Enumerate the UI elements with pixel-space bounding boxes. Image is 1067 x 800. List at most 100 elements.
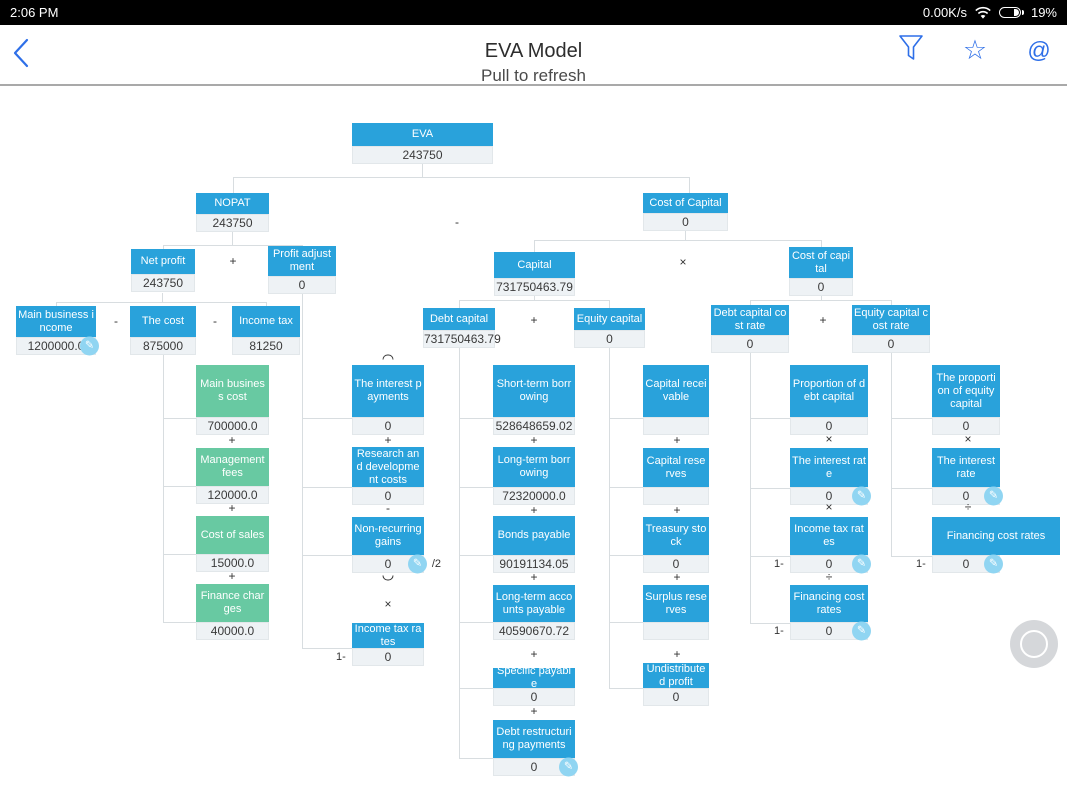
node-value-band: 0: [352, 487, 424, 505]
connector-line: [459, 758, 493, 759]
node-label: Income tax rates: [352, 623, 424, 648]
edit-pencil-icon[interactable]: ✎: [408, 554, 427, 574]
connector-line: [750, 623, 790, 624]
connector-line: [56, 302, 267, 303]
node-label: Capital: [494, 252, 575, 278]
edit-pencil-icon[interactable]: ✎: [984, 554, 1003, 574]
favorite-button[interactable]: ☆: [961, 35, 989, 65]
filter-button[interactable]: [897, 34, 925, 65]
node-value: 15000.0: [210, 556, 255, 570]
edit-pencil-icon[interactable]: ✎: [852, 486, 871, 506]
back-button[interactable]: [10, 37, 36, 69]
connector-line: [891, 300, 892, 305]
operator-minus-cost-tax: -: [213, 314, 217, 328]
connector-line: [750, 300, 891, 301]
connector-line: [459, 688, 493, 689]
connector-line: [163, 245, 164, 249]
edit-pencil-icon[interactable]: ✎: [559, 757, 578, 777]
node-label: Non-recurring gains: [352, 517, 424, 555]
operator-plus-debt-1: +: [530, 433, 538, 447]
connector-line: [891, 488, 932, 489]
node-value: 90191134.05: [499, 557, 569, 571]
operator-plus-equity-1: +: [673, 433, 681, 447]
node-capital-reserves[interactable]: Capital reserves: [643, 448, 709, 505]
at-icon: @: [1027, 37, 1051, 63]
node-surplus-reserves[interactable]: Surplus reserves: [643, 585, 709, 640]
node-label: Research and development costs: [352, 447, 424, 487]
node-value: 72320000.0: [502, 489, 566, 503]
node-value-band: 15000.0: [196, 554, 269, 572]
node-capital-receivable[interactable]: Capital receivable: [643, 365, 709, 435]
mention-button[interactable]: @: [1025, 35, 1053, 65]
node-value-band: 0: [574, 330, 645, 348]
node-value-band: 700000.0: [196, 417, 269, 435]
edit-pencil-icon[interactable]: ✎: [80, 336, 99, 356]
connector-line: [302, 294, 303, 648]
battery-icon: [998, 7, 1024, 18]
node-value: 243750: [212, 216, 253, 230]
floating-action-button[interactable]: [1010, 620, 1058, 668]
node-value-band: 0/2✎: [352, 554, 441, 574]
connector-line: [163, 622, 196, 623]
edit-pencil-icon[interactable]: ✎: [852, 621, 871, 641]
connector-line: [609, 487, 643, 488]
node-value-band: 0: [352, 417, 424, 435]
connector-line: [422, 163, 423, 178]
node-long-term-borrowing[interactable]: Long-term borrowing 72320000.0: [493, 447, 575, 505]
edit-pencil-icon[interactable]: ✎: [984, 486, 1003, 506]
node-value-band: 0: [790, 417, 868, 435]
node-value: 0: [825, 624, 833, 638]
operator-plus-debt-3: +: [530, 570, 538, 584]
node-value-band: 72320000.0: [493, 487, 575, 505]
node-value-band: 90191134.05: [493, 555, 575, 573]
edit-pencil-icon[interactable]: ✎: [852, 554, 871, 574]
node-label: The interest rate: [932, 448, 1000, 487]
node-value: 731750463.79: [424, 332, 501, 346]
connector-line: [232, 232, 233, 246]
connector-line: [162, 293, 163, 302]
nav-bar: EVA Model ☆ @: [0, 25, 1067, 85]
connector-line: [609, 418, 643, 419]
page-title: EVA Model: [484, 40, 583, 62]
node-label: Long-term borrowing: [493, 447, 575, 487]
node-value: 0: [384, 557, 392, 571]
connector-line: [163, 418, 196, 419]
connector-line: [56, 302, 57, 306]
